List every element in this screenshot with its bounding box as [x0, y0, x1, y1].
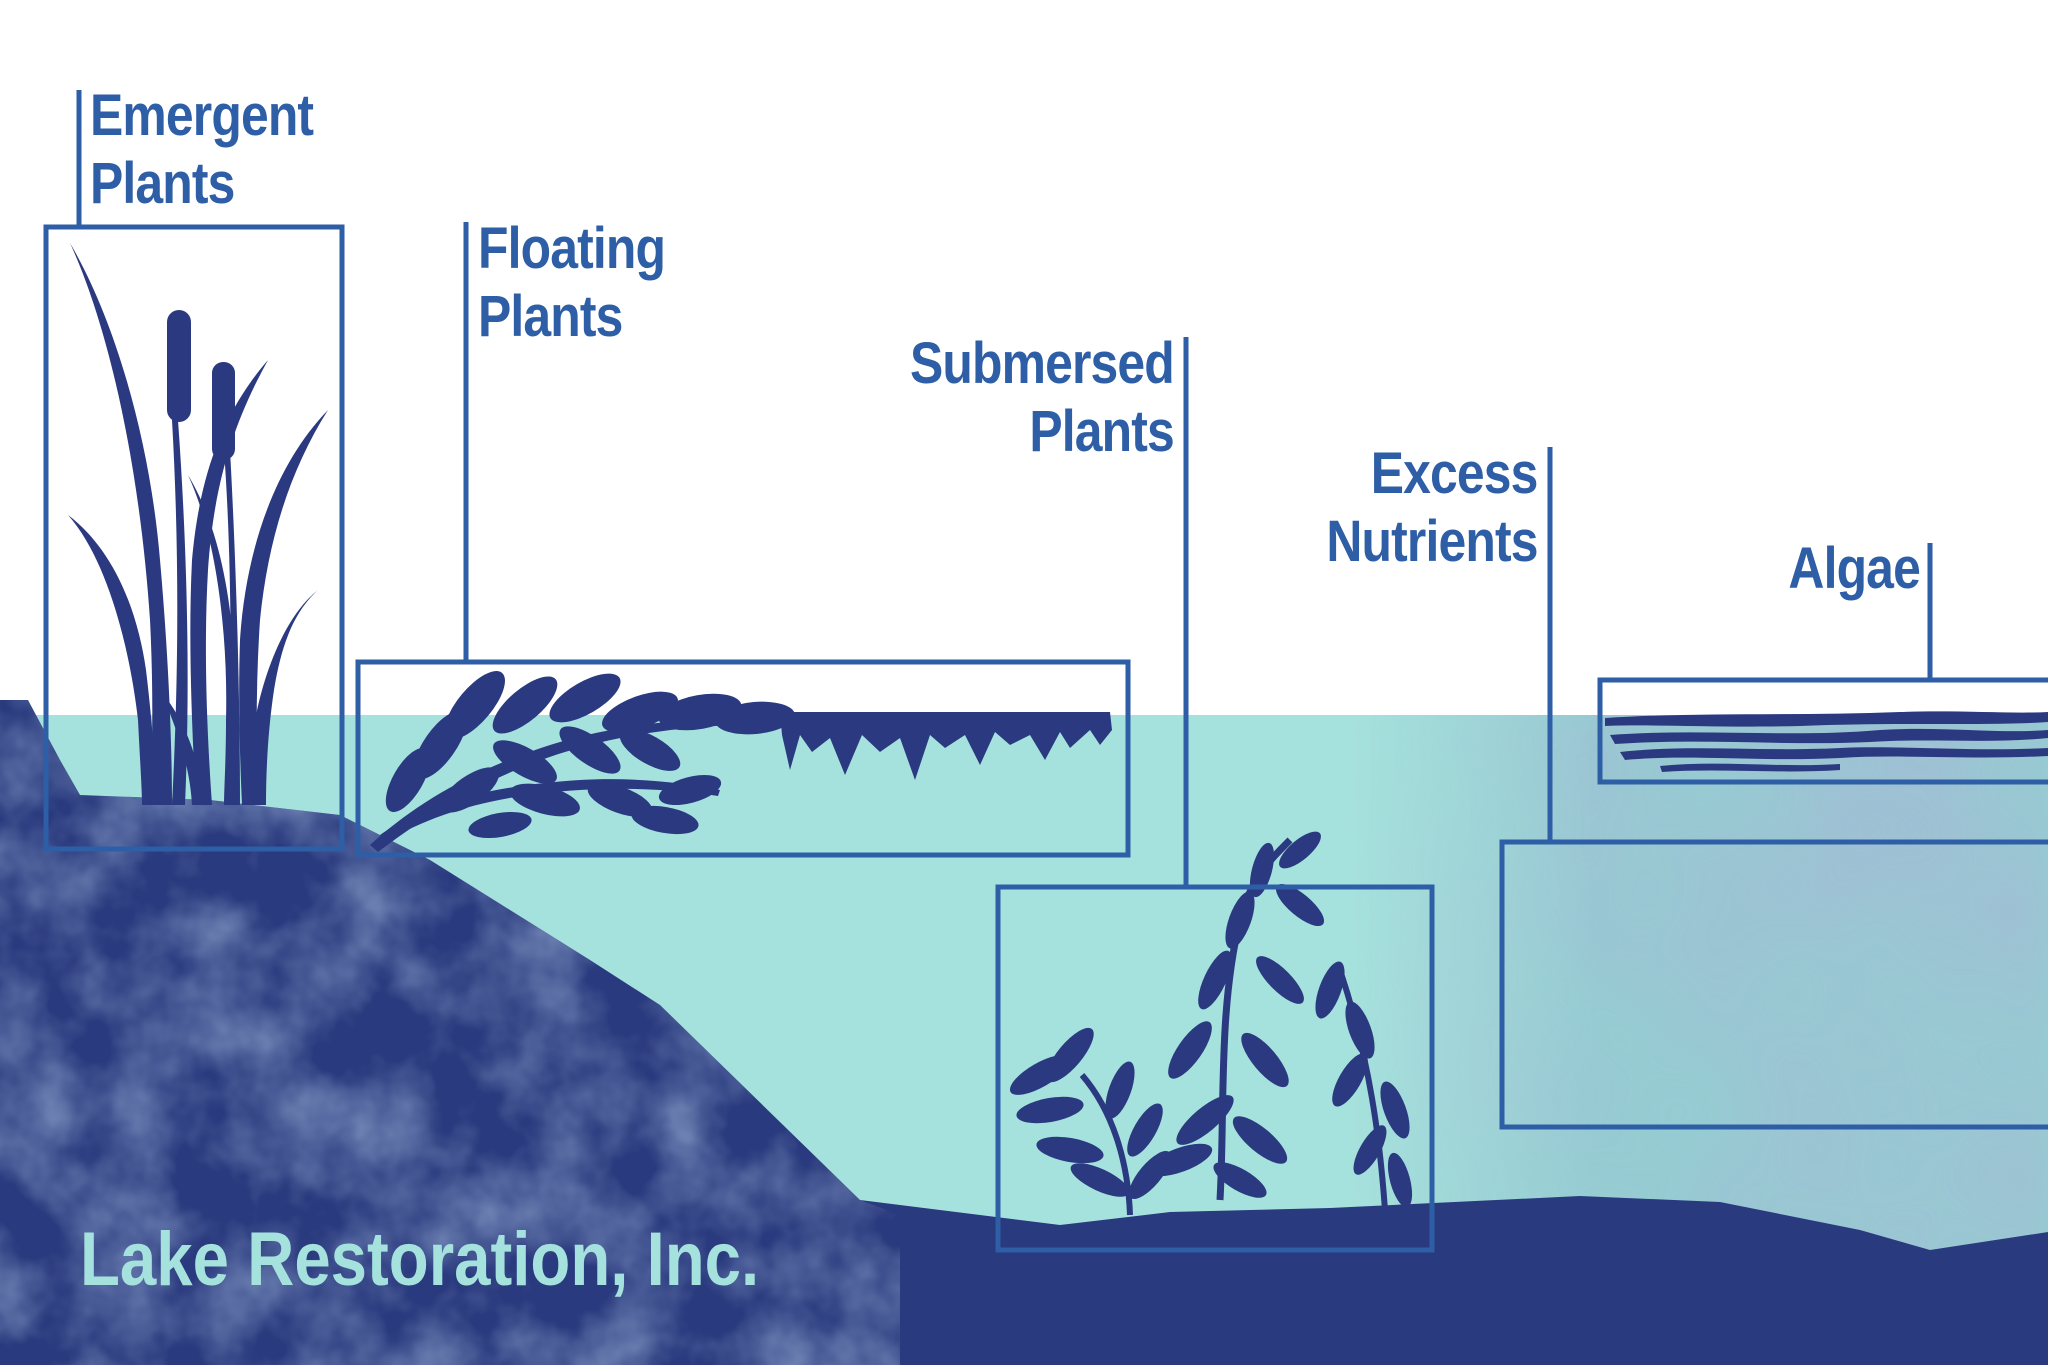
- algae-mat: [1605, 711, 2048, 772]
- floating-plants: [370, 671, 1112, 852]
- zone-boxes: [43, 224, 2048, 1253]
- callout-lines: [76, 90, 1933, 887]
- label-floating-plants: Floating Plants: [478, 215, 666, 351]
- label-excess-line2: Nutrients: [1326, 509, 1539, 574]
- cattail-plants: [68, 243, 328, 805]
- label-emergent-plants: Emergent Plants: [90, 82, 314, 218]
- label-floating-line1: Floating: [478, 216, 666, 281]
- submersed-plants: [1009, 831, 1413, 1216]
- label-algae: Algae: [1788, 535, 1920, 603]
- label-excess-nutrients: Excess Nutrients: [1326, 440, 1539, 576]
- label-submersed-plants: Submersed Plants: [910, 330, 1175, 466]
- label-emergent-line2: Plants: [90, 151, 235, 216]
- submersed-zone-box: [995, 884, 1435, 1253]
- excess-nutrients-zone-box: [1499, 839, 2048, 1130]
- label-algae-line1: Algae: [1788, 536, 1920, 601]
- emergent-zone-box: [43, 224, 345, 852]
- label-emergent-line1: Emergent: [90, 83, 314, 148]
- algae-zone-box: [1597, 677, 2048, 785]
- floating-zone-box: [355, 659, 1131, 858]
- brand-name: Lake Restoration, Inc.: [80, 1217, 760, 1302]
- label-submersed-line1: Submersed: [910, 331, 1175, 396]
- label-floating-line2: Plants: [478, 284, 623, 349]
- label-excess-line1: Excess: [1371, 441, 1539, 506]
- label-submersed-line2: Plants: [1029, 399, 1174, 464]
